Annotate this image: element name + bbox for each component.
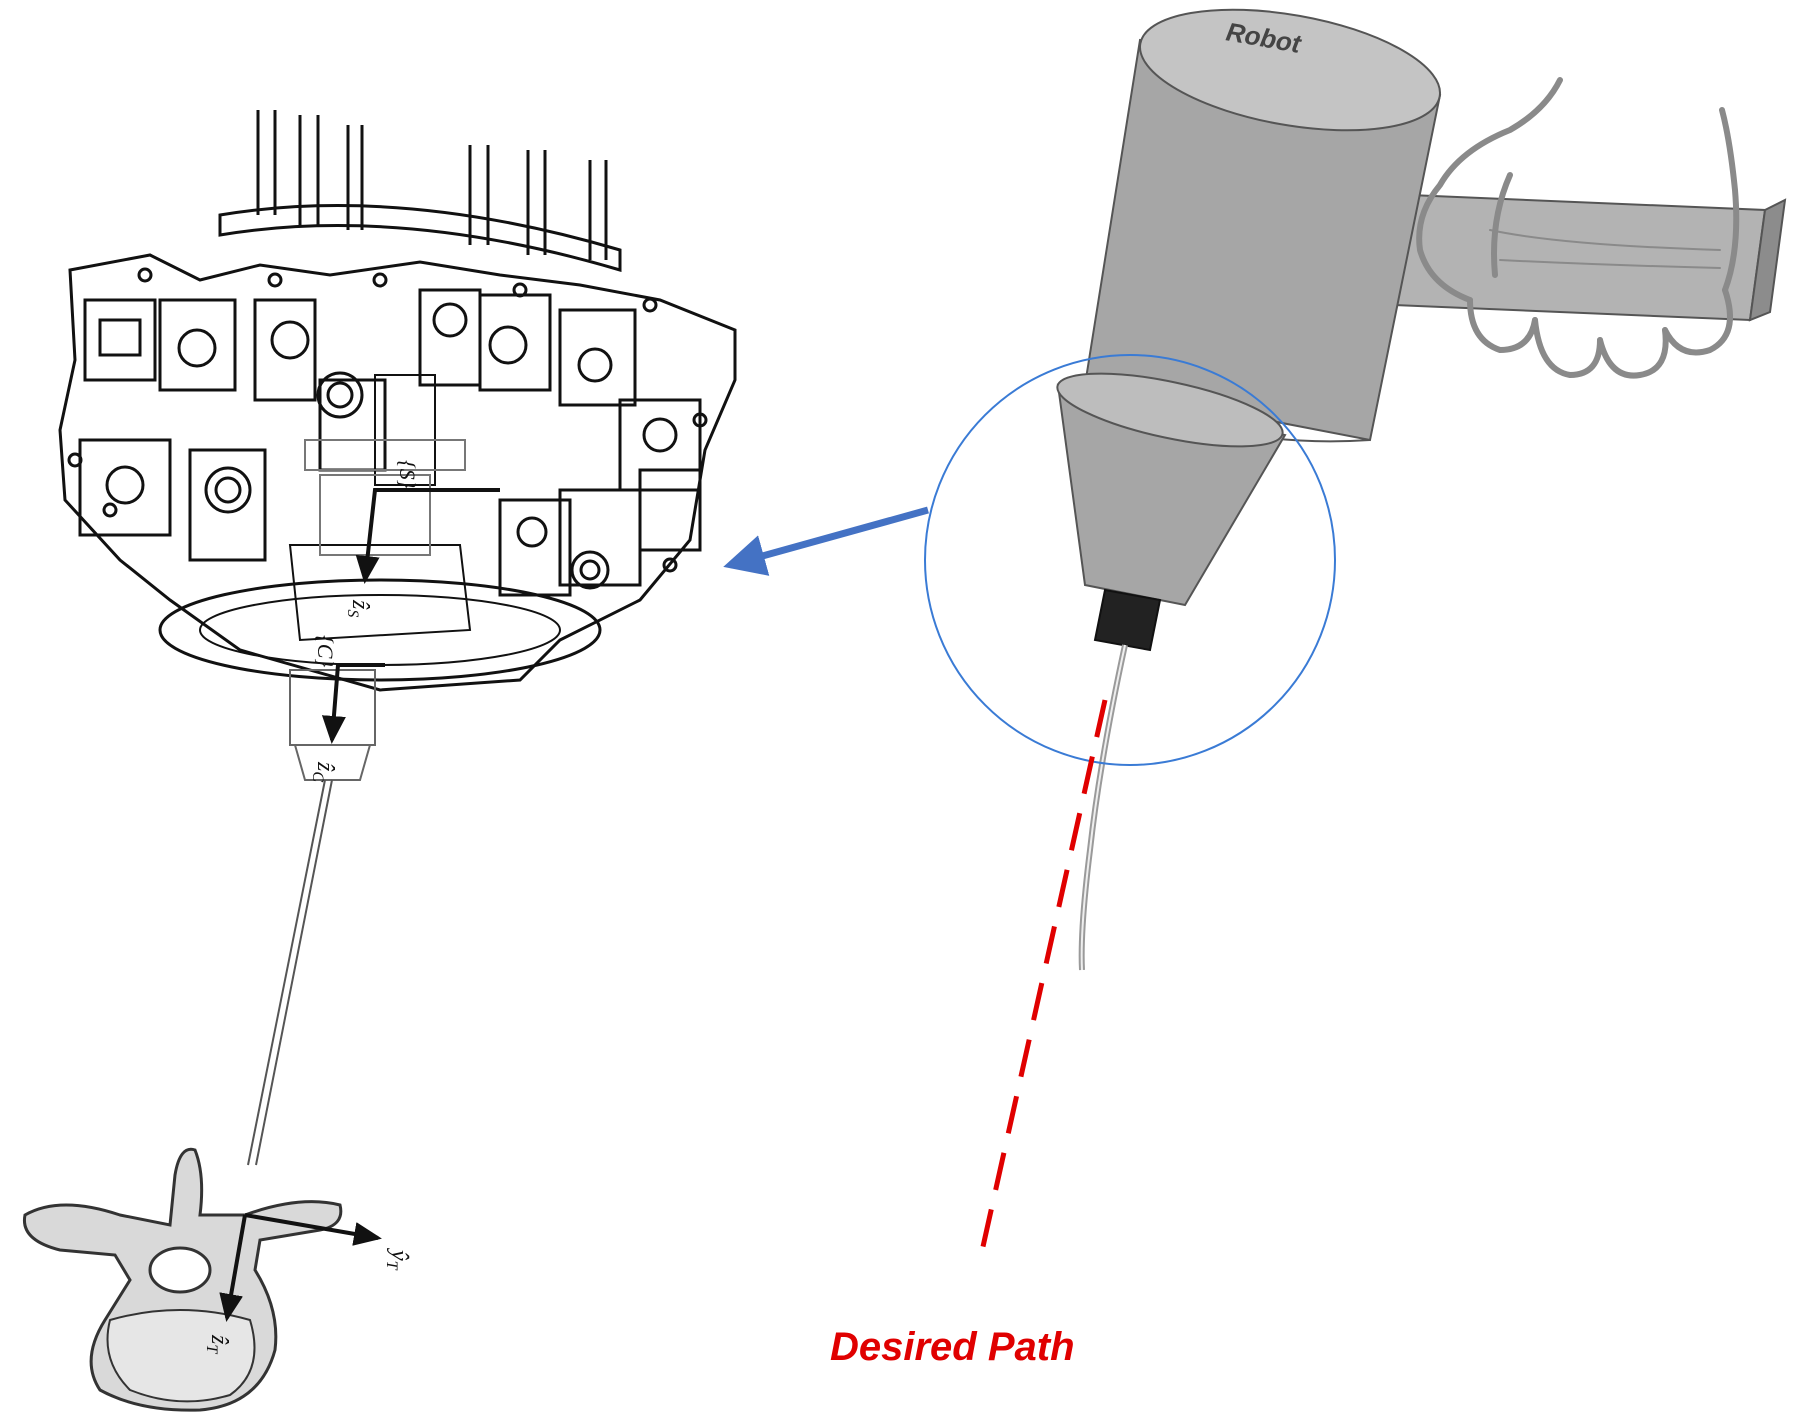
robot-needle — [1078, 644, 1128, 971]
desired-path-line — [977, 699, 1108, 1261]
actuator-rods — [256, 110, 608, 260]
axis-zc: ẑC — [309, 663, 385, 782]
axis-zs: ẑS — [344, 488, 500, 617]
frame-c-label: {C} — [313, 635, 338, 667]
pointer-arrow — [723, 506, 929, 576]
robot-nozzle — [1056, 372, 1287, 652]
axis-zs-label: ẑS — [344, 599, 373, 617]
handle-bar — [1393, 193, 1787, 322]
zoom-circle — [924, 354, 1336, 766]
parallel-robot-icon — [58, 110, 737, 781]
vertebra-icon — [22, 1147, 343, 1412]
axis-zt: ẑT — [203, 1214, 247, 1354]
axis-yt: ŷT — [244, 1213, 412, 1271]
robot-cylinder-icon: Robot — [1083, 8, 1442, 443]
axis-zt-label: ẑT — [203, 1334, 232, 1354]
needle — [247, 779, 333, 1166]
axis-yt-label: ŷT — [383, 1248, 412, 1271]
axis-zc-label: ẑC — [309, 761, 338, 782]
desired-path-label: Desired Path — [830, 1325, 1075, 1369]
frame-s-label: {S} — [395, 460, 420, 489]
hand-icon — [1416, 77, 1740, 379]
